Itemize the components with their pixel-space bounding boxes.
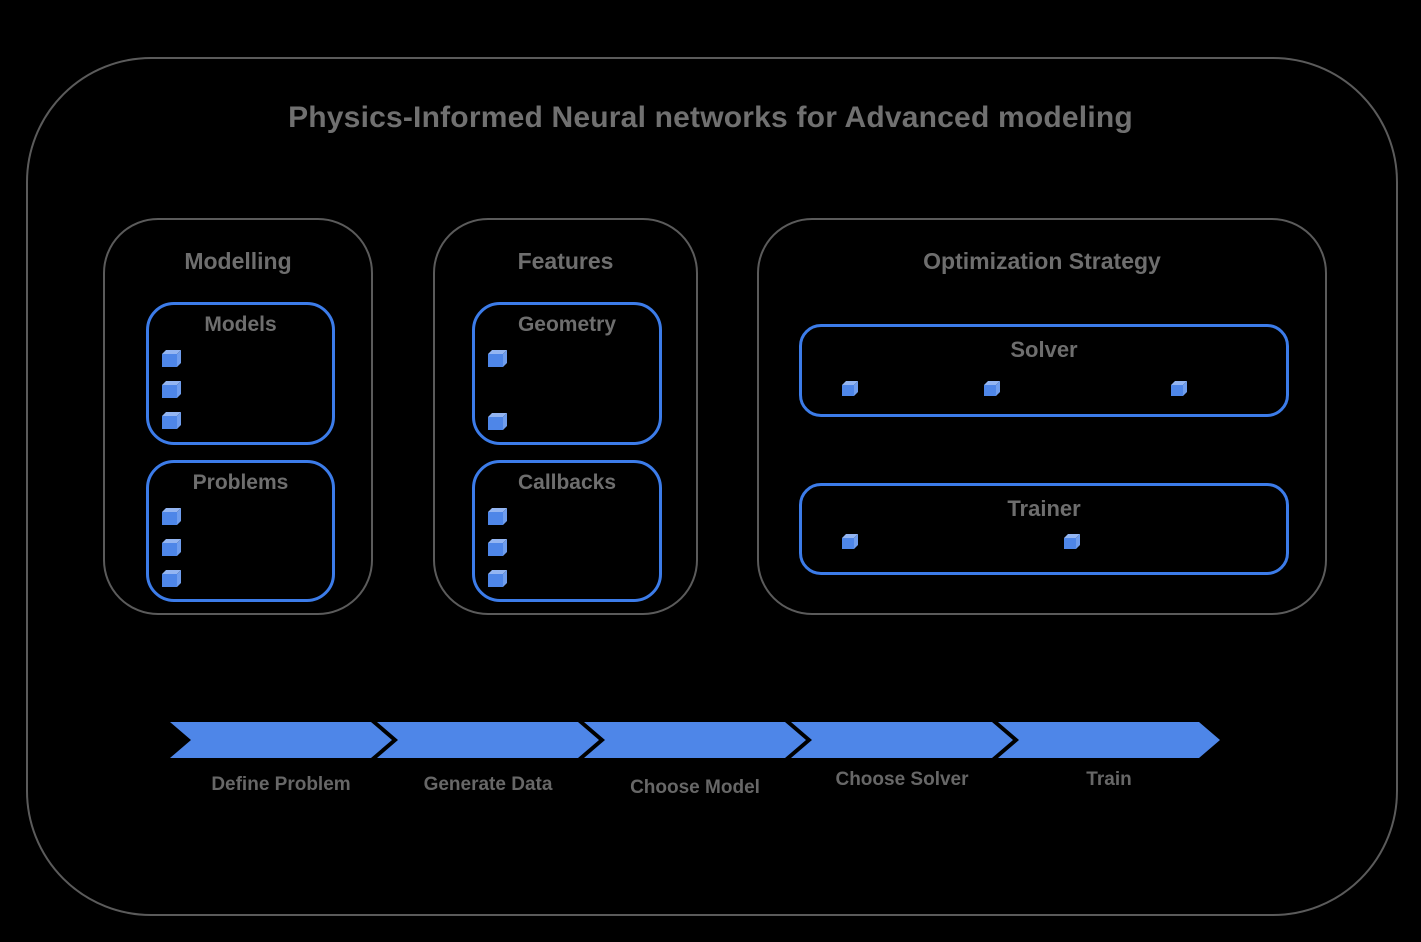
geometry-cube-list [488,354,503,430]
group-solver-label: Solver [1010,337,1078,362]
trainer-cube-list [802,486,1286,572]
flow-arrow-segment-5 [998,722,1220,758]
flow-arrow-segment-3 [584,722,806,758]
group-geometry-label: Geometry [517,313,617,336]
flow-step-choose-solver: Choose Solver [835,769,969,790]
models-cube-list [162,354,177,429]
group-trainer: Trainer [799,483,1289,575]
flow-step-choose-model: Choose Model [630,777,760,798]
group-geometry: Geometry [472,302,662,445]
flow-arrow-segment-2 [377,722,599,758]
cube-icon [162,574,177,587]
group-problems-label: Problems [192,471,289,494]
cube-icon [842,385,854,396]
callbacks-cube-list [488,512,503,587]
flow-step-generate-data: Generate Data [423,774,553,795]
cube-icon [162,416,177,429]
outer-frame [26,57,1398,916]
cube-icon [842,538,854,549]
cube-icon [162,543,177,556]
section-modelling: Modelling Models Problems [103,218,373,615]
section-features-label: Features [517,248,614,274]
cube-icon [162,354,177,367]
group-problems: Problems [146,460,335,602]
section-optimization-label: Optimization Strategy [923,248,1161,274]
group-solver: Solver [799,324,1289,417]
problems-cube-list [162,512,177,587]
flow-step-train: Train [1086,769,1132,790]
solver-cube-list [802,327,1286,414]
group-callbacks: Callbacks [472,460,662,602]
group-models-label: Models [204,313,277,336]
diagram-title: Physics-Informed Neural networks for Adv… [288,101,1133,134]
section-modelling-label: Modelling [184,248,292,274]
cube-icon [488,354,503,367]
cube-icon [1171,385,1183,396]
cube-icon [488,574,503,587]
section-features: Features Geometry Callbacks [433,218,698,615]
group-models: Models [146,302,335,445]
section-optimization-strategy: Optimization Strategy Solver Trainer [757,218,1327,615]
flow-step-define-problem: Define Problem [211,774,351,795]
group-trainer-label: Trainer [1007,496,1081,521]
cube-icon [162,385,177,398]
flow-arrow-segment-1 [170,722,392,758]
flow-arrow-segment-4 [791,722,1013,758]
cube-icon [488,543,503,556]
cube-icon [488,512,503,525]
cube-icon [488,417,503,430]
cube-icon [162,512,177,525]
group-callbacks-label: Callbacks [517,471,617,494]
cube-icon [1064,538,1076,549]
cube-icon [984,385,996,396]
